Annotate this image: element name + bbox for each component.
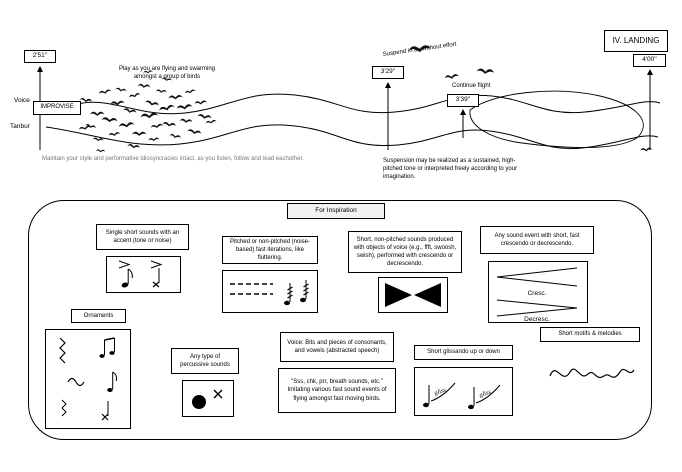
inspiration-title: For Inspiration (287, 203, 385, 219)
inspiration-box-motifs: Short motifs & melodies (540, 327, 640, 342)
inspiration-box-accent: Single short sounds with an accent (tone… (96, 224, 189, 250)
flutter-notation-icon (230, 280, 309, 306)
suspension-annotation: Suspension may be realized as a sustaine… (383, 158, 518, 180)
notation-ornaments (45, 329, 131, 429)
inspiration-box-gliss: Short glissando up or down (414, 345, 513, 360)
inspiration-box-objects: Short, non-pitched sounds produced with … (348, 231, 462, 273)
timestamp-box-3-39: 3'39'' (447, 94, 479, 107)
decresc-label: Decresc. (524, 316, 550, 322)
timestamp-box-4-00: 4'00'' (633, 54, 666, 67)
gliss-label-2: gliss. (478, 388, 493, 399)
bird-flock (70, 70, 217, 153)
tanbur-contour-line (45, 124, 659, 150)
inspiration-box-voice-detail: "Sss, chk, prr, breath sounds, etc." Imi… (278, 368, 396, 413)
timestamp-box-2-51: 2'51'' (24, 50, 56, 63)
notation-objects (378, 277, 448, 313)
inspiration-box-flutter: Pitched or non-pitched (noise-based) fas… (222, 236, 318, 264)
notation-accent (106, 256, 181, 293)
suspension-birds (408, 44, 653, 152)
play-annotation: Play as you are flying and swarming amon… (118, 66, 216, 80)
tanbur-part-label: Tanbur (10, 123, 30, 130)
suspension-loop-line (469, 90, 644, 148)
gliss-notation-icon: gliss. gliss. (423, 382, 501, 410)
continue-annotation: Continue flight (452, 83, 491, 89)
wedge-notation-icon (385, 283, 441, 307)
voice-part-label: Voice (14, 97, 30, 104)
motif-squiggle (546, 352, 638, 394)
inspiration-box-ornaments: Ornaments (71, 309, 126, 323)
improvise-box: IMPROVISE (33, 101, 81, 115)
inspiration-box-percussive: Any type of percussive sounds (171, 348, 239, 374)
motif-squiggle-icon (549, 368, 635, 378)
cresc-label: Cresc. (528, 290, 547, 297)
hairpin-notation-icon: Cresc. Decresc. (496, 267, 578, 322)
inspiration-box-voice: Voice: Bits and pieces of consonants, an… (280, 332, 394, 362)
inspiration-box-dynamics: Any sound event with short, fast crescen… (480, 226, 594, 254)
notation-gliss: gliss. gliss. (414, 367, 513, 416)
percussive-notation-icon (192, 389, 223, 409)
accent-notation-icon (118, 260, 163, 288)
suspend-annotation: Suspend in air without effort (382, 41, 457, 58)
notation-percussive (182, 380, 234, 417)
notation-flutter (222, 270, 318, 313)
landing-section-label: IV. LANDING (604, 30, 668, 52)
gliss-label-1: gliss. (433, 386, 448, 397)
notation-dynamics: Cresc. Decresc. (488, 261, 588, 323)
maintain-annotation: Maintain your style and performative idi… (42, 156, 304, 162)
timestamp-box-3-29: 3'29'' (372, 66, 404, 79)
voice-contour-line (77, 93, 661, 115)
ornaments-notation-icon (59, 337, 118, 421)
